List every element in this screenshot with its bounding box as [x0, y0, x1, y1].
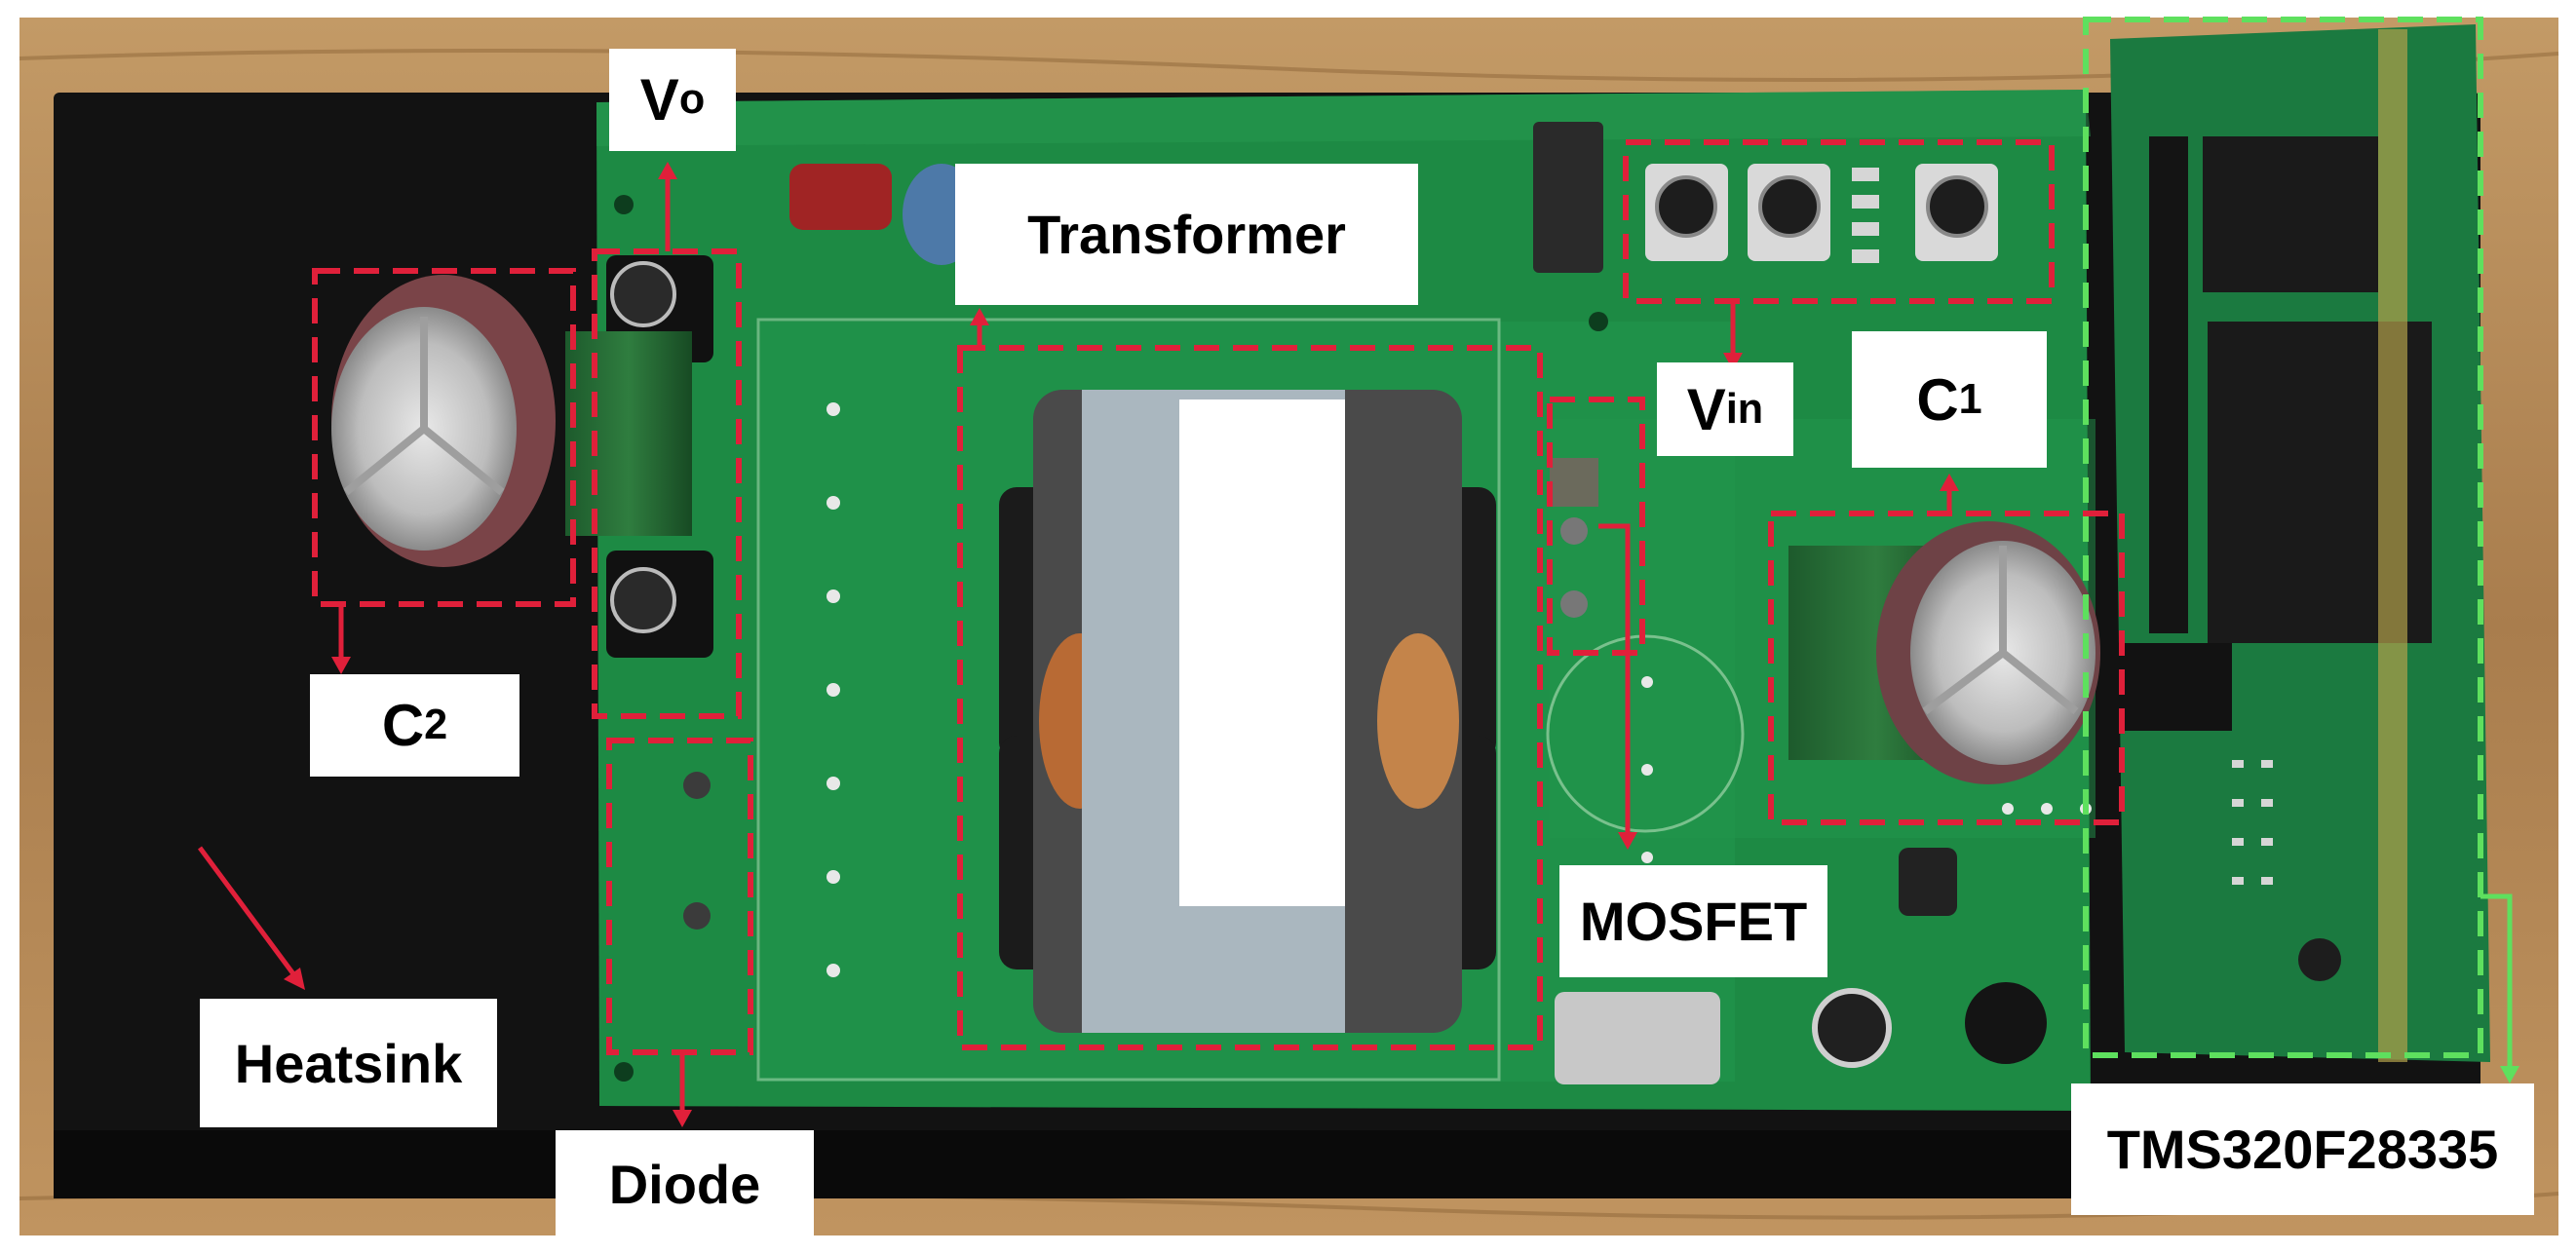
transformer-highlight-box	[957, 345, 1543, 1050]
c1-label-main: C	[1916, 366, 1959, 433]
vo-label-main: V	[639, 67, 679, 133]
mcu-card	[2110, 24, 2490, 1062]
output-capacitor	[331, 275, 692, 567]
heatsink-arrow	[197, 846, 305, 990]
diode-label: Diode	[556, 1130, 814, 1237]
tms-label: TMS320F28335	[2071, 1083, 2534, 1215]
transformer-label: Transformer	[955, 164, 1418, 305]
mosfet-label: MOSFET	[1559, 865, 1827, 977]
vo-label-sub: o	[678, 76, 706, 123]
vo-arrow	[658, 162, 677, 251]
vin-arrow	[1723, 301, 1743, 370]
c2-label-main: C	[381, 693, 425, 758]
mosfet-highlight-box	[1547, 397, 1645, 656]
transformer-arrow	[970, 308, 989, 348]
c2-label-sub: 2	[424, 702, 448, 748]
c2-arrow	[331, 604, 351, 674]
vin-label-sub: in	[1725, 385, 1764, 433]
mcu-highlight-box	[2083, 17, 2483, 1058]
c2-highlight-box	[312, 268, 576, 607]
vin-label-main: V	[1686, 376, 1726, 442]
c1-highlight-box	[1768, 511, 2125, 825]
mosfet-component	[1550, 458, 1720, 1084]
c1-arrow	[1940, 474, 1959, 513]
mosfet-arrow	[1598, 523, 1637, 850]
input-terminals	[1533, 122, 1998, 273]
diode-arrow	[673, 1052, 692, 1127]
input-capacitor	[1788, 521, 2100, 784]
vin-terminal-highlight-box	[1623, 139, 2055, 304]
c1-label-sub: 1	[1958, 375, 1982, 423]
mcu-arrow	[2480, 893, 2519, 1083]
vo-terminal-highlight-box	[592, 248, 742, 719]
transformer-core	[999, 390, 1496, 1033]
small-components	[1812, 848, 2047, 1068]
heatsink-label: Heatsink	[200, 999, 497, 1127]
